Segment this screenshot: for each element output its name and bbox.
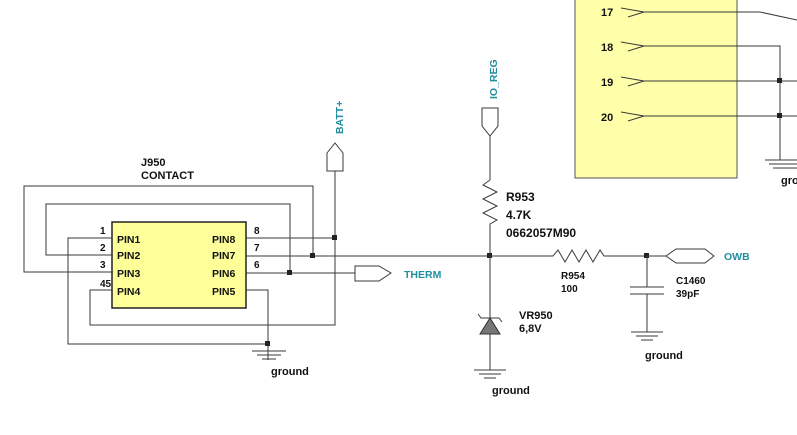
- connector-pin-num-3: 3: [100, 260, 106, 271]
- resistor-r953: R953 4.7K 0662057M90: [481, 179, 576, 256]
- connector-pin-label-4: PIN4: [117, 286, 141, 298]
- ic-pin-20: 20: [601, 112, 613, 124]
- batt-net-port: BATT+: [326, 101, 346, 172]
- connector-pin-num-4: 45: [100, 279, 112, 290]
- ground-label-ic: gro: [781, 175, 797, 187]
- ic-pins: 17 18 19 20: [601, 7, 797, 160]
- vr950-ref: VR950: [519, 310, 553, 322]
- therm-net-label: THERM: [404, 269, 442, 281]
- ground-symbol-connector: ground: [252, 350, 309, 378]
- connector-pin-label-2: PIN2: [117, 250, 141, 262]
- r953-part: 0662057M90: [506, 226, 576, 240]
- connector-pin-wires: [23, 171, 490, 360]
- ground-symbol-ic: gro: [765, 159, 797, 187]
- r953-ref: R953: [506, 190, 535, 204]
- ground-symbol-diode: ground: [474, 369, 530, 397]
- connector-body: [111, 221, 247, 309]
- c1460-value: 39pF: [676, 289, 699, 300]
- vr950-value: 6,8V: [519, 323, 542, 335]
- connector-pin-num-8: 8: [254, 226, 260, 237]
- c1460-ref: C1460: [676, 276, 706, 287]
- connector-pin-num-6: 6: [254, 260, 260, 271]
- ic-pin-17: 17: [601, 7, 613, 19]
- connector-pin-label-5: PIN5: [212, 286, 236, 298]
- connector-pin-num-1: 1: [100, 226, 106, 237]
- connector-pin-label-6: PIN6: [212, 268, 236, 280]
- connector-pin-label-3: PIN3: [117, 268, 141, 280]
- capacitor-c1460: C1460 39pF: [630, 256, 706, 332]
- ground-symbol-cap: ground: [631, 331, 683, 362]
- connector-name: CONTACT: [141, 170, 194, 182]
- ic-pin-19: 19: [601, 77, 613, 89]
- junction-node: [487, 253, 492, 258]
- connector-pin-label-8: PIN8: [212, 234, 236, 246]
- ground-label-cap: ground: [645, 350, 683, 362]
- resistor-r954: R954 100: [490, 249, 647, 295]
- ground-label-diode: ground: [492, 385, 530, 397]
- r954-value: 100: [561, 284, 578, 295]
- io-reg-net-label: IO_REG: [488, 59, 500, 99]
- io-reg-net-port: IO_REG: [481, 59, 500, 180]
- r954-ref: R954: [561, 271, 585, 282]
- connector-pin-label-1: PIN1: [117, 234, 141, 246]
- diode-vr950: VR950 6,8V: [477, 256, 553, 370]
- connector-pin-num-7: 7: [254, 243, 260, 254]
- r953-value: 4.7K: [506, 208, 532, 222]
- ground-label-connector: ground: [271, 366, 309, 378]
- owb-net-label: OWB: [724, 251, 750, 263]
- connector-ref: J950: [141, 157, 165, 169]
- ic-pin-18: 18: [601, 42, 613, 54]
- connector-pin-num-2: 2: [100, 243, 106, 254]
- owb-net-port: OWB: [647, 248, 750, 264]
- batt-net-label: BATT+: [334, 101, 346, 134]
- therm-net-port: THERM: [354, 265, 442, 282]
- ic-body: [574, 0, 738, 179]
- connector-pin-label-7: PIN7: [212, 250, 236, 262]
- owb-node: [644, 253, 649, 258]
